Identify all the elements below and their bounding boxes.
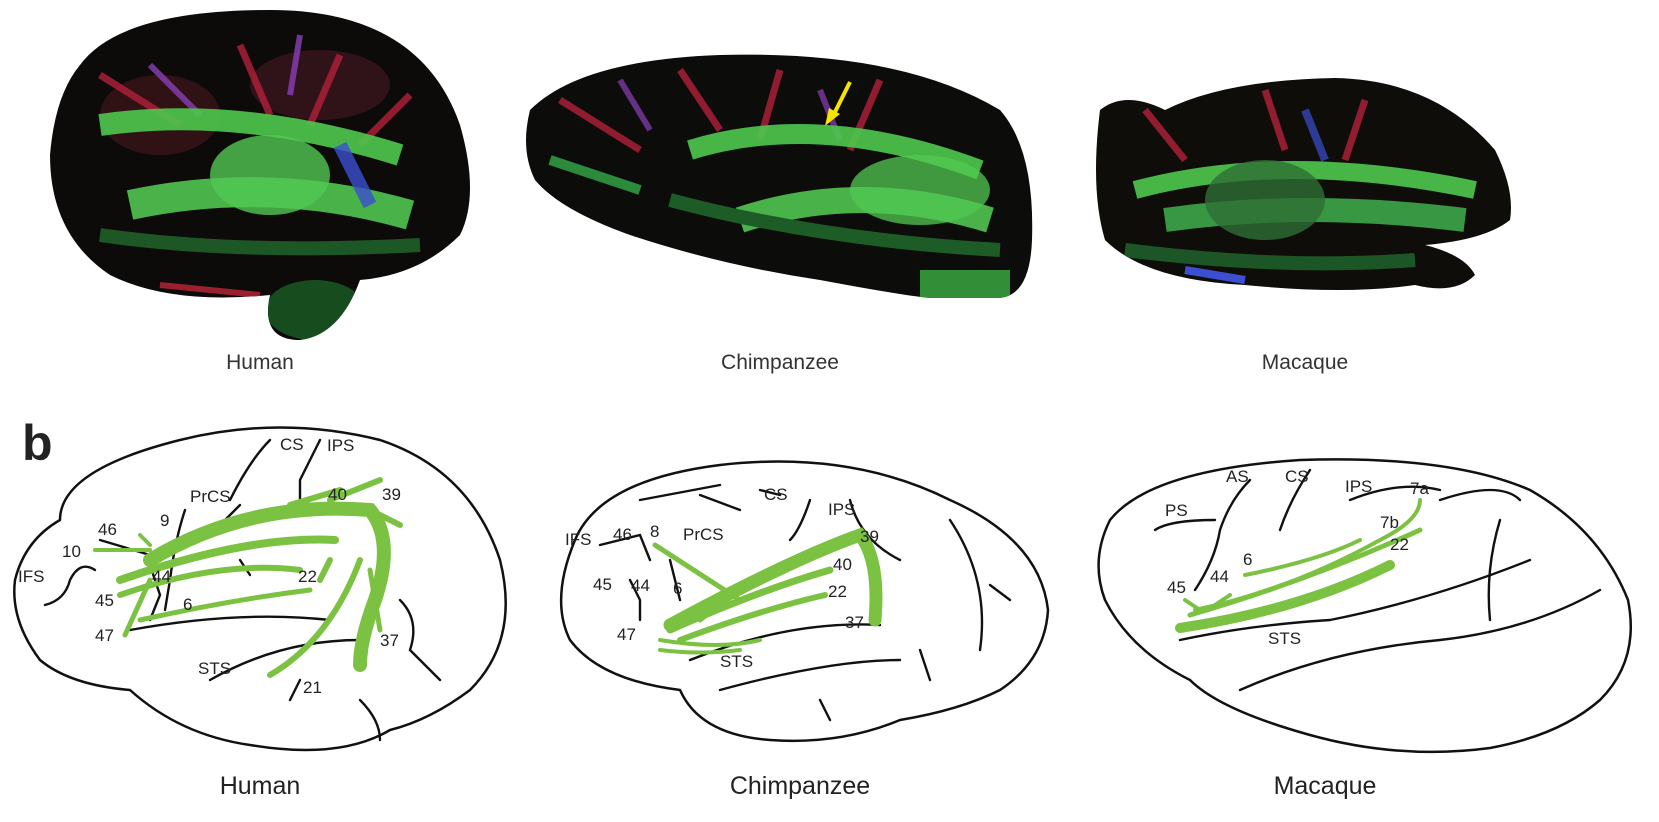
human-label-9: 9 [160, 511, 169, 530]
human-label-46: 46 [98, 520, 117, 539]
human-dti-scan [40, 5, 480, 345]
human-label-10: 10 [62, 542, 81, 561]
chimp-label-cs: CS [764, 485, 788, 504]
chimp-label-44: 44 [631, 576, 650, 595]
macaque-label-cs: CS [1285, 467, 1309, 486]
human-label-sts: STS [198, 659, 231, 678]
macaque-label-ps: PS [1165, 501, 1188, 520]
chimp-label-45: 45 [593, 575, 612, 594]
human-label-37: 37 [380, 631, 399, 650]
macaque-label-sts: STS [1268, 629, 1301, 648]
macaque-label-22: 22 [1390, 535, 1409, 554]
human-label-ifs: IFS [18, 567, 44, 586]
macaque-label-45: 45 [1167, 578, 1186, 597]
human-label-21: 21 [303, 678, 322, 697]
chimp-label-6: 6 [673, 579, 682, 598]
human-label-45: 45 [95, 591, 114, 610]
human-label-ips: IPS [327, 436, 354, 455]
chimp-label-22: 22 [828, 582, 847, 601]
macaque-brain-diagram: AS CS IPS 7a PS 7b 22 6 44 45 STS [1080, 450, 1640, 760]
macaque-label-7a: 7a [1410, 479, 1429, 498]
caption-human-diagram: Human [190, 772, 330, 801]
caption-human-scan: Human [200, 351, 320, 375]
chimp-label-39: 39 [860, 527, 879, 546]
macaque-label-ips: IPS [1345, 477, 1372, 496]
chimpanzee-brain-diagram: CS IPS IFS 46 8 PrCS 39 40 45 44 6 22 47… [540, 440, 1060, 760]
human-label-6: 6 [183, 595, 192, 614]
chimp-label-40: 40 [833, 555, 852, 574]
human-label-prcs: PrCS [190, 487, 231, 506]
macaque-label-44: 44 [1210, 567, 1229, 586]
human-brain-diagram: CS IPS PrCS 40 39 46 9 10 IFS 44 45 6 22… [0, 415, 530, 770]
human-brain-outline [14, 428, 505, 751]
caption-macaque-diagram: Macaque [1250, 772, 1400, 801]
chimp-label-37: 37 [845, 613, 864, 632]
human-label-22: 22 [298, 567, 317, 586]
human-label-cs: CS [280, 435, 304, 454]
human-label-47: 47 [95, 626, 114, 645]
caption-macaque-scan: Macaque [1245, 351, 1365, 375]
macaque-label-as: AS [1226, 467, 1249, 486]
human-label-44: 44 [152, 567, 171, 586]
human-label-40: 40 [328, 485, 347, 504]
chimp-label-sts: STS [720, 652, 753, 671]
caption-chimpanzee-diagram: Chimpanzee [700, 772, 900, 801]
human-label-39: 39 [382, 485, 401, 504]
chimp-label-8: 8 [650, 522, 659, 541]
macaque-dti-scan [1085, 70, 1525, 300]
caption-chimpanzee-scan: Chimpanzee [700, 351, 860, 375]
chimp-label-ifs: IFS [565, 530, 591, 549]
macaque-label-7b: 7b [1380, 513, 1399, 532]
chimpanzee-dti-scan [520, 40, 1045, 305]
chimp-label-46: 46 [613, 525, 632, 544]
chimp-label-prcs: PrCS [683, 525, 724, 544]
chimp-label-ips: IPS [828, 500, 855, 519]
chimp-label-47: 47 [617, 625, 636, 644]
macaque-label-6: 6 [1243, 550, 1252, 569]
